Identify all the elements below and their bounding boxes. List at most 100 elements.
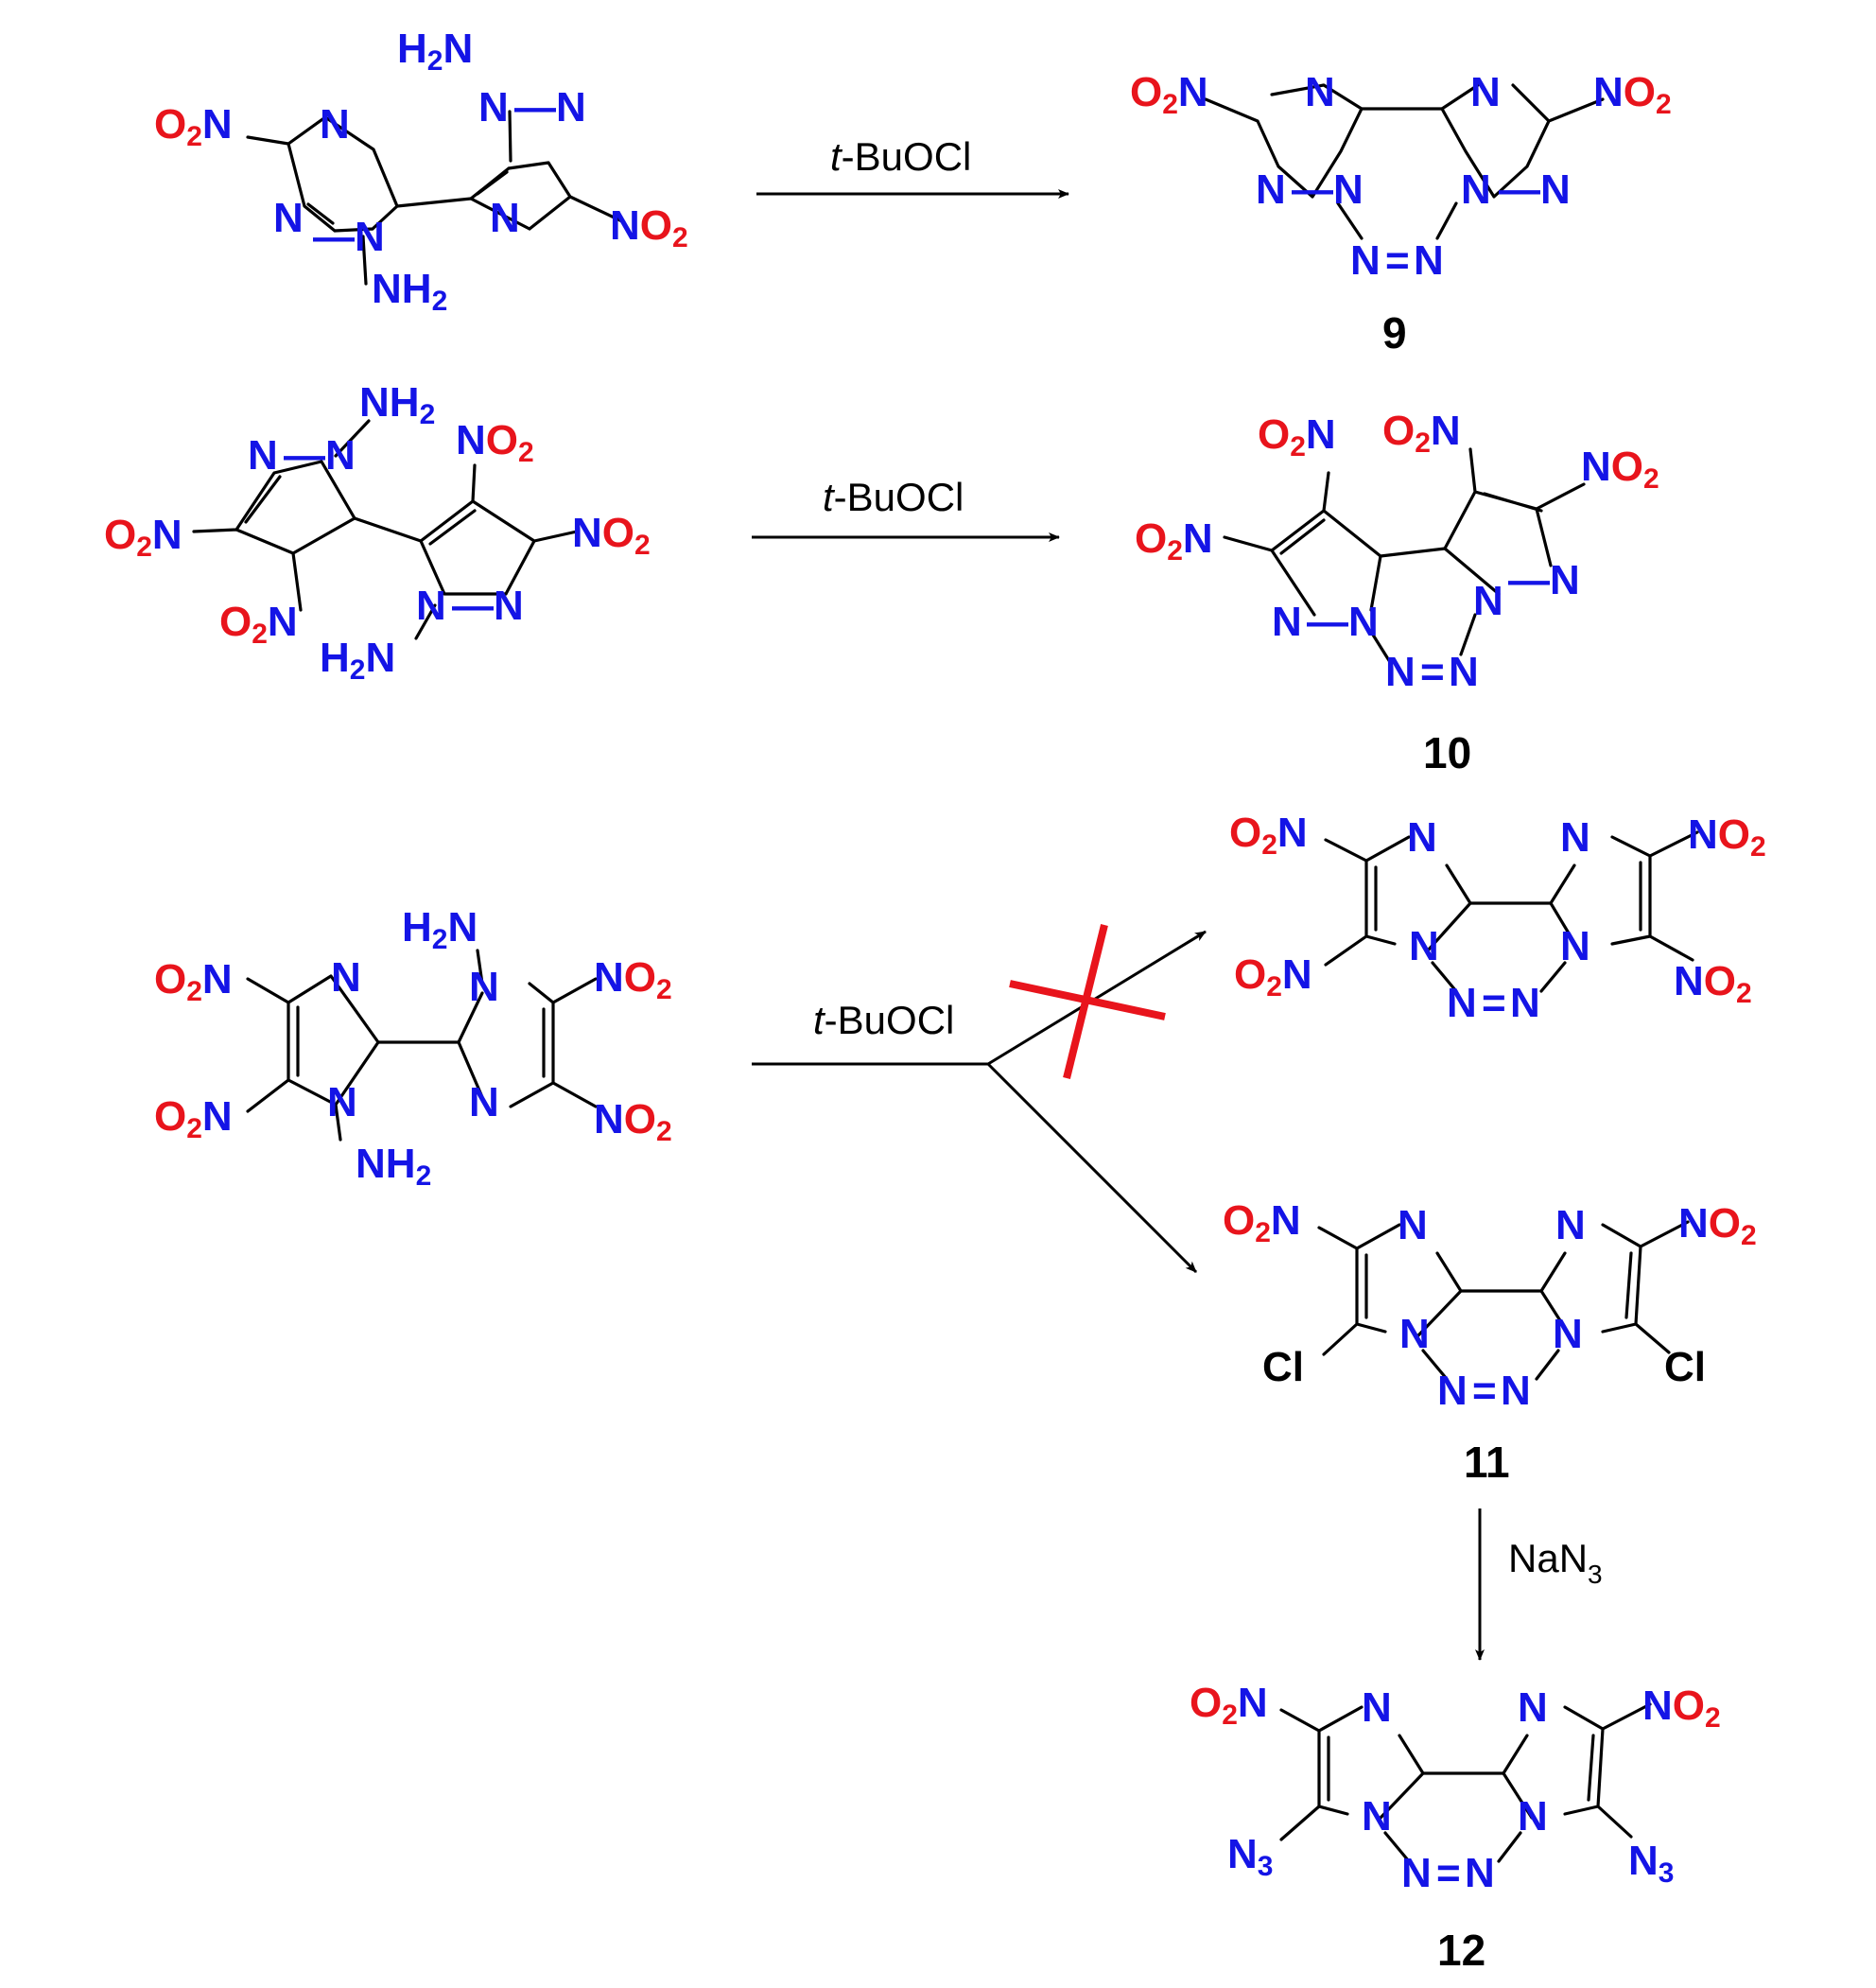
svg-text:N: N (1401, 1850, 1432, 1896)
svg-text:O2N: O2N (1130, 69, 1208, 120)
svg-text:O2N: O2N (1382, 408, 1461, 459)
svg-text:NO2: NO2 (1581, 444, 1659, 495)
svg-text:N: N (490, 195, 520, 241)
svg-text:NO2: NO2 (1674, 958, 1752, 1009)
svg-text:N: N (248, 432, 278, 479)
svg-text:NO2: NO2 (610, 202, 688, 253)
reagent-tbuocl-3: t-BuOCl (813, 998, 954, 1042)
svg-text:H2N: H2N (402, 904, 478, 955)
svg-text:O2N: O2N (1229, 810, 1308, 861)
atom-labels-sm3: O2N N O2N N NH2 H2N N N NO2 NO2 (154, 904, 672, 1192)
product-11 (1317, 1220, 1690, 1381)
svg-text:=: = (1436, 1850, 1461, 1896)
svg-text:N: N (1510, 980, 1540, 1026)
svg-text:NO2: NO2 (1678, 1200, 1757, 1251)
svg-text:N: N (1553, 1311, 1583, 1357)
svg-text:N: N (1409, 923, 1439, 969)
atom-labels-12: O2N N N3 N N = N N N N3 NO2 (1190, 1680, 1721, 1896)
svg-text:=: = (1482, 980, 1506, 1026)
svg-text:N: N (1256, 166, 1286, 213)
svg-text:N: N (1350, 237, 1381, 284)
product-9 (1204, 83, 1605, 240)
svg-text:N: N (469, 1079, 499, 1125)
svg-text:N: N (1447, 980, 1477, 1026)
atom-labels-11: O2N N Cl N N = N N N Cl NO2 (1223, 1197, 1757, 1414)
svg-text:N: N (1385, 649, 1416, 695)
reagent-tbuocl-2: t-BuOCl (823, 475, 964, 519)
svg-text:—N: —N (313, 214, 385, 260)
svg-text:N: N (1501, 1368, 1531, 1414)
atom-labels-10: O2N O2N N —N N = N O2N N —N NO2 (1135, 408, 1659, 695)
svg-text:Cl: Cl (1262, 1344, 1304, 1390)
svg-text:N: N (1362, 1793, 1392, 1840)
svg-text:N: N (469, 964, 499, 1010)
svg-text:N: N (1272, 599, 1302, 645)
svg-text:N: N (1560, 923, 1590, 969)
svg-text:N: N (1399, 1311, 1430, 1357)
svg-text:N: N (327, 1079, 357, 1125)
svg-text:—N: —N (1307, 599, 1379, 645)
atom-labels-blocked-product: O2N N O2N N N = N N N NO2 NO2 (1229, 810, 1766, 1026)
svg-text:=: = (1385, 237, 1410, 284)
compound-label-11: 11 (1464, 1438, 1510, 1487)
svg-text:N: N (478, 84, 509, 131)
svg-text:—N: —N (1508, 557, 1580, 603)
svg-text:N: N (273, 195, 304, 241)
svg-text:N: N (331, 954, 361, 1001)
arrow-reaction-3: t-BuOCl (752, 930, 1207, 1274)
svg-text:O2N: O2N (1234, 951, 1312, 1003)
svg-text:—N: —N (1499, 166, 1571, 213)
svg-text:H2N: H2N (320, 635, 395, 686)
svg-text:NO2: NO2 (1593, 69, 1672, 120)
svg-text:NO2: NO2 (594, 1096, 672, 1147)
svg-text:N: N (1414, 237, 1444, 284)
svg-text:NO2: NO2 (456, 417, 534, 468)
product-10 (1223, 447, 1586, 664)
svg-text:—N: —N (284, 432, 356, 479)
svg-text:O2N: O2N (154, 1093, 233, 1144)
svg-text:—N: —N (514, 84, 586, 131)
blocked-product (1324, 830, 1699, 993)
compound-label-10: 10 (1423, 728, 1471, 777)
svg-text:O2N: O2N (154, 101, 233, 152)
svg-text:NO2: NO2 (572, 510, 651, 561)
svg-text:—N: —N (1292, 166, 1364, 213)
svg-text:N: N (1518, 1793, 1548, 1840)
svg-text:N3: N3 (1227, 1831, 1273, 1882)
starting-material-bis-imidazole (246, 949, 598, 1142)
svg-text:N: N (1305, 69, 1335, 115)
svg-text:N: N (1560, 814, 1590, 861)
svg-text:N: N (1398, 1202, 1428, 1248)
svg-text:N3: N3 (1628, 1838, 1674, 1889)
svg-text:H2N: H2N (397, 26, 473, 77)
svg-text:N: N (1518, 1684, 1548, 1731)
svg-text:N: N (1437, 1368, 1468, 1414)
arrow-reaction-2: t-BuOCl (752, 475, 1060, 542)
svg-text:=: = (1472, 1368, 1497, 1414)
svg-text:N: N (1473, 578, 1503, 624)
svg-text:N: N (1449, 649, 1479, 695)
svg-text:NO2: NO2 (1642, 1683, 1721, 1734)
svg-text:NH2: NH2 (356, 1141, 431, 1192)
product-12 (1279, 1702, 1652, 1863)
svg-text:O2N: O2N (1223, 1197, 1301, 1248)
svg-text:NH2: NH2 (359, 379, 435, 430)
svg-text:O2N: O2N (1135, 515, 1213, 567)
svg-text:O2N: O2N (1258, 411, 1336, 462)
reagent-tbuocl-1: t-BuOCl (830, 134, 971, 179)
svg-text:N: N (1362, 1684, 1392, 1731)
svg-text:Cl: Cl (1664, 1344, 1706, 1390)
atom-labels-9: O2N N N —N N = N N N —N NO2 (1130, 69, 1672, 284)
arrow-reaction-1: t-BuOCl (756, 134, 1069, 199)
svg-text:O2N: O2N (1190, 1680, 1268, 1731)
arrow-reaction-4: NaN3 (1475, 1508, 1603, 1661)
reagent-nan3: NaN3 (1508, 1536, 1603, 1589)
compound-label-12: 12 (1437, 1926, 1485, 1975)
svg-text:N: N (1555, 1202, 1586, 1248)
svg-text:=: = (1420, 649, 1445, 695)
starting-material-bis-triazole (246, 110, 626, 286)
svg-text:O2N: O2N (219, 599, 298, 650)
atom-labels-sm1: O2N N N —N NH2 H2N N —N N NO2 (154, 26, 688, 317)
blocked-reaction-cross (1009, 924, 1166, 1079)
